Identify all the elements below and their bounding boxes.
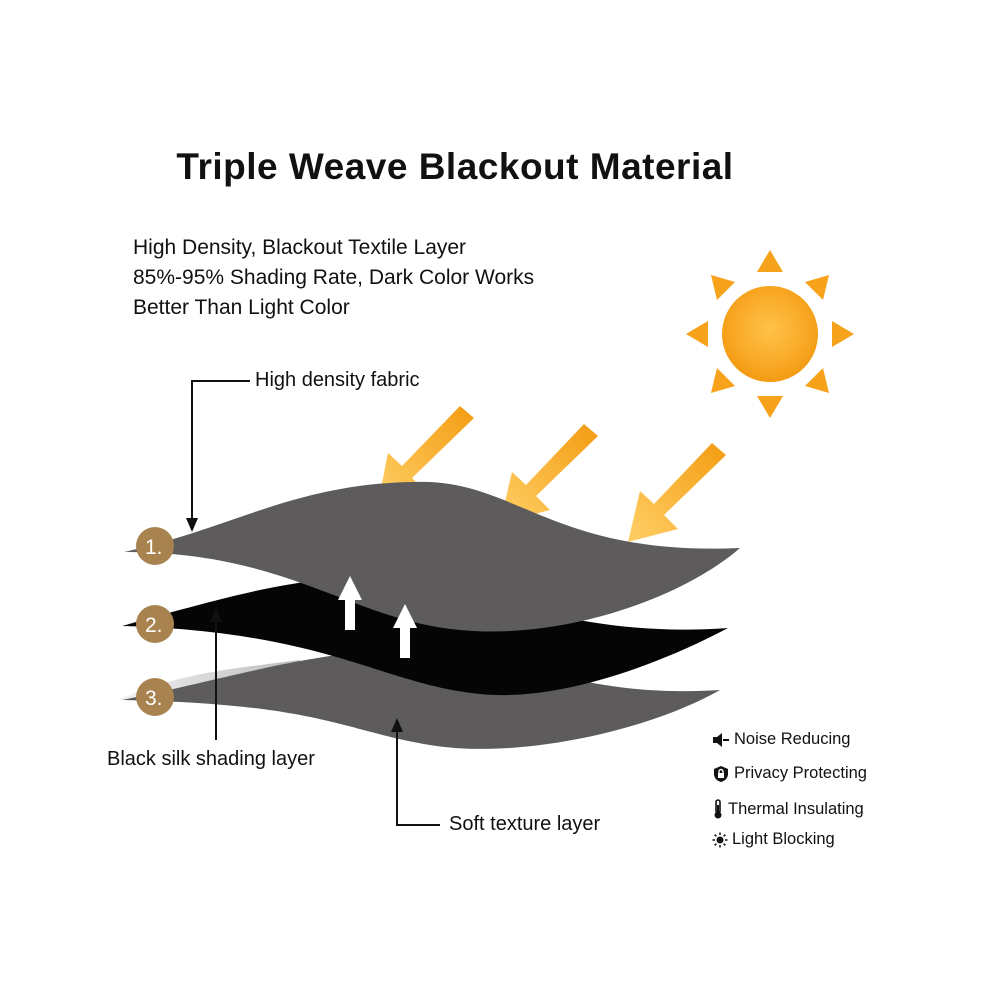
leader-line-2 bbox=[210, 608, 222, 740]
layer-number-3: 3. bbox=[145, 687, 163, 710]
page-title: Triple Weave Blackout Material bbox=[176, 146, 734, 187]
sun-small-icon bbox=[712, 832, 728, 847]
layer-badge-3 bbox=[136, 678, 174, 716]
label-soft-texture-layer: Soft texture layer bbox=[449, 813, 601, 835]
up-arrow-1 bbox=[338, 576, 362, 630]
shield-lock-icon bbox=[714, 765, 728, 782]
feature-label: Noise Reducing bbox=[734, 730, 851, 748]
feature-label: Light Blocking bbox=[732, 830, 835, 848]
sunlight-arrow-1 bbox=[378, 406, 474, 503]
speaker-mute-icon bbox=[713, 732, 729, 747]
heat-reflect-arrows bbox=[338, 576, 417, 658]
layer-number-1: 1. bbox=[145, 536, 163, 559]
description-line-2: 85%-95% Shading Rate, Dark Color Works bbox=[133, 266, 535, 289]
thermometer-icon bbox=[714, 799, 722, 819]
sun-icon bbox=[686, 250, 854, 418]
feature-label: Privacy Protecting bbox=[734, 764, 867, 782]
description: High Density, Blackout Textile Layer 85%… bbox=[133, 233, 534, 323]
layer-number-2: 2. bbox=[145, 614, 163, 637]
layer-badge-1 bbox=[136, 527, 174, 565]
sunlight-arrow-3 bbox=[628, 443, 726, 542]
up-arrow-2 bbox=[393, 604, 417, 658]
description-line-3: Better Than Light Color bbox=[133, 296, 350, 319]
feature-thermal-insulating: Thermal Insulating bbox=[712, 799, 864, 819]
description-line-1: High Density, Blackout Textile Layer bbox=[133, 236, 467, 259]
feature-privacy-protecting: Privacy Protecting bbox=[712, 764, 867, 783]
feature-light-blocking: Light Blocking bbox=[712, 830, 835, 849]
feature-label: Thermal Insulating bbox=[728, 799, 864, 818]
sunlight-arrow-2 bbox=[500, 424, 598, 523]
feature-noise-reducing: Noise Reducing bbox=[712, 730, 850, 749]
leader-line-1 bbox=[186, 380, 250, 532]
sunlight-arrows bbox=[378, 406, 726, 542]
label-high-density-fabric: High density fabric bbox=[255, 369, 420, 391]
leader-line-3 bbox=[391, 718, 440, 826]
layer-badge-2 bbox=[136, 605, 174, 643]
label-black-silk-shading-layer: Black silk shading layer bbox=[107, 748, 315, 770]
